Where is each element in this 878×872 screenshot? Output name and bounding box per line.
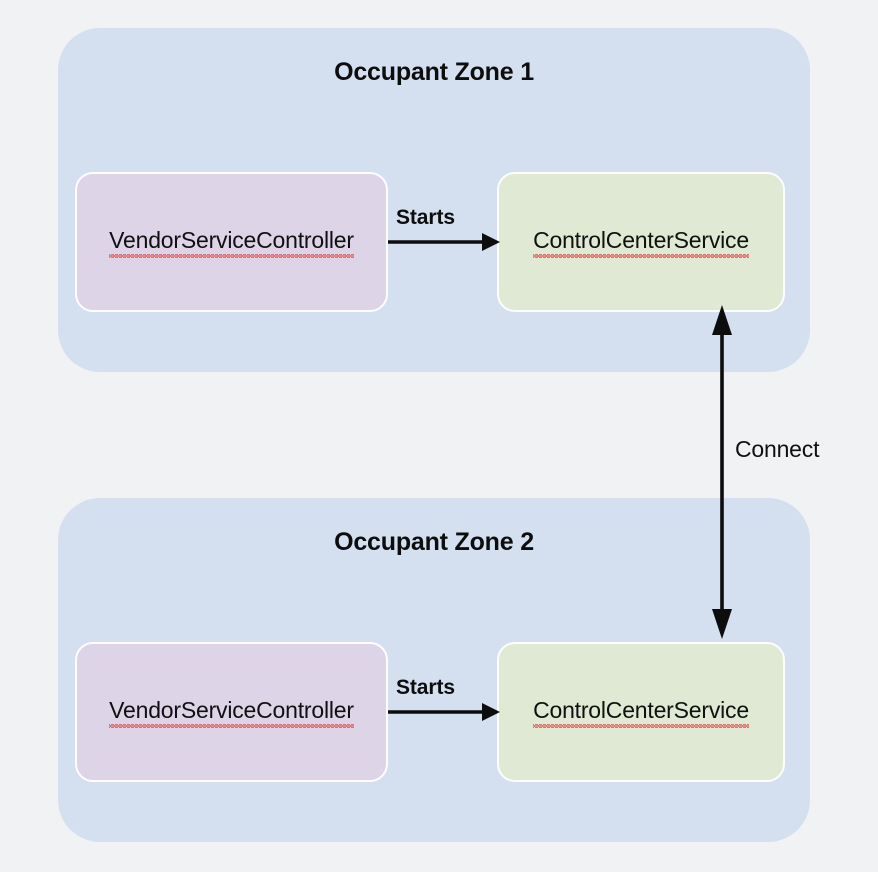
occupant-zone-2-container: Occupant Zone 2 VendorServiceController … — [58, 498, 810, 842]
zone-2-starts-arrow-icon — [388, 703, 500, 721]
zone-1-vendor-service-controller-node[interactable]: VendorServiceController — [75, 172, 388, 312]
zone-1-starts-edge-label: Starts — [396, 206, 455, 229]
zone-1-starts-arrow-icon — [388, 233, 500, 251]
zone-2-vendor-service-controller-label: VendorServiceController — [109, 697, 354, 728]
zone-1-vendor-service-controller-label: VendorServiceController — [109, 227, 354, 258]
zone-1-control-center-service-label: ControlCenterService — [533, 227, 749, 258]
zone-2-starts-edge-label: Starts — [396, 676, 455, 699]
occupant-zone-1-container: Occupant Zone 1 VendorServiceController … — [58, 28, 810, 372]
zone-1-title: Occupant Zone 1 — [334, 58, 534, 86]
zone-2-vendor-service-controller-node[interactable]: VendorServiceController — [75, 642, 388, 782]
zone-2-control-center-service-node[interactable]: ControlCenterService — [497, 642, 785, 782]
zone-2-control-center-service-label: ControlCenterService — [533, 697, 749, 728]
connect-edge-label: Connect — [735, 436, 820, 462]
zone-1-control-center-service-node[interactable]: ControlCenterService — [497, 172, 785, 312]
zone-2-title: Occupant Zone 2 — [334, 528, 534, 556]
